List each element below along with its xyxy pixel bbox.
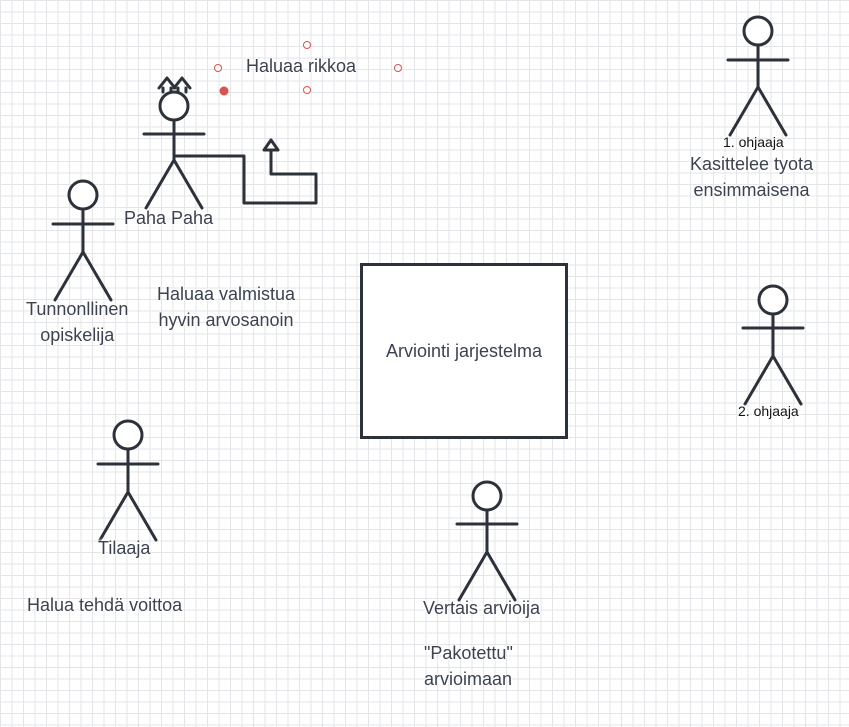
connector-line[interactable] xyxy=(172,148,318,205)
connector-arrow-icon xyxy=(262,138,280,152)
actor-name-student-line1: Tunnonllinen xyxy=(26,299,129,319)
note-advisor-1-line2: ensimmaisena xyxy=(693,180,810,200)
actor-name-paha-paha: Paha Paha xyxy=(124,208,214,228)
actor-advisor-1[interactable] xyxy=(726,15,790,137)
selection-handles[interactable] xyxy=(214,41,402,96)
note-client: Halua tehdä voittoa xyxy=(27,595,183,615)
actor-name-student-line2: opiskelija xyxy=(40,325,115,345)
actor-name-client: Tilaaja xyxy=(98,538,151,558)
note-bad-wants-break[interactable]: Haluaa rikkoa xyxy=(246,56,357,76)
actor-name-peer: Vertais arvioija xyxy=(423,598,541,618)
actor-name-advisor-2: 2. ohjaaja xyxy=(738,403,799,419)
note-student: Haluaa valmistua hyvin arvosanoin xyxy=(157,281,295,333)
note-student-line2: hyvin arvosanoin xyxy=(158,310,294,330)
actor-client[interactable] xyxy=(96,419,160,542)
note-advisor-1-line1: Kasittelee tyota xyxy=(690,154,814,174)
note-advisor-1: Kasittelee tyota ensimmaisena xyxy=(690,151,813,203)
actor-peer-reviewer[interactable] xyxy=(455,480,519,602)
note-peer-line1: "Pakotettu" xyxy=(424,643,513,663)
actor-advisor-2[interactable] xyxy=(741,284,805,406)
note-peer: "Pakotettu" arvioimaan xyxy=(424,640,513,692)
system-box[interactable]: Arviointi jarjestelma xyxy=(360,263,568,439)
actor-name-advisor-1: 1. ohjaaja xyxy=(723,134,784,150)
note-student-line1: Haluaa valmistua xyxy=(157,284,296,304)
actor-paha-paha[interactable] xyxy=(142,90,206,210)
actor-name-student: Tunnonllinen opiskelija xyxy=(26,296,128,348)
note-peer-line2: arvioimaan xyxy=(424,669,513,689)
actor-student[interactable] xyxy=(51,179,115,302)
system-box-label: Arviointi jarjestelma xyxy=(385,340,543,361)
double-arrow-icon xyxy=(157,76,192,94)
